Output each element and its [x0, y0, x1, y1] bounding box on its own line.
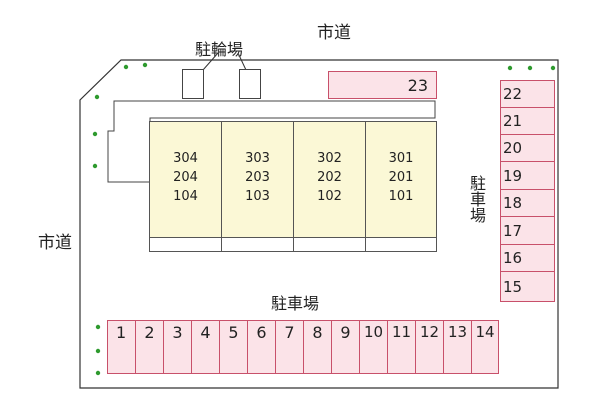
tree-dot [92, 163, 98, 169]
parking-space-number: 10 [363, 323, 384, 341]
tree-dot [92, 131, 98, 137]
site-boundary [79, 59, 559, 389]
parking-space-12: 12 [415, 320, 444, 374]
unit-number: 104 [173, 189, 198, 204]
leader-line [202, 52, 219, 71]
unit-column: 303 203 103 [221, 121, 294, 238]
parking-space-number: 1 [116, 323, 127, 342]
unit-number: 102 [317, 189, 342, 204]
parking-space-number: 4 [200, 323, 211, 342]
tree-dot [142, 62, 148, 68]
unit-number: 301 [388, 151, 414, 166]
unit-number: 203 [245, 170, 270, 185]
parking-space-number: 2 [144, 323, 155, 342]
tree-dot [95, 370, 101, 376]
parking-space-number: 18 [503, 194, 523, 212]
parking-space-number: 19 [503, 166, 523, 185]
unit-number: 201 [388, 170, 414, 185]
parking-space-number: 12 [419, 323, 440, 341]
parking-space-number: 15 [503, 277, 523, 296]
unit-balcony [221, 237, 294, 252]
parking-space-14: 14 [471, 320, 499, 374]
left-road-label: 市道 [38, 233, 72, 253]
bicycle-parking-label: 駐輪場 [195, 40, 244, 59]
parking-space-number: 6 [256, 323, 267, 342]
unit-balcony [149, 237, 222, 252]
unit-number: 302 [317, 151, 342, 166]
parking-space-20: 20 [500, 134, 555, 162]
parking-space-9: 9 [331, 320, 360, 374]
parking-space-number: 5 [228, 323, 239, 342]
parking-space-5: 5 [219, 320, 248, 374]
parking-space-15: 15 [500, 271, 555, 302]
parking-space-number: 9 [340, 323, 351, 342]
tree-dot [507, 65, 513, 71]
tree-dot [95, 324, 101, 330]
parking-space-1: 1 [107, 320, 136, 374]
parking-space-2: 2 [135, 320, 164, 374]
parking-space-3: 3 [163, 320, 192, 374]
parking-bottom-label: 駐車場 [271, 294, 320, 313]
parking-right-text: 駐車場 [467, 175, 486, 223]
parking-space-number: 17 [503, 221, 523, 240]
unit-number: 101 [388, 189, 414, 204]
unit-column: 302 202 102 [293, 121, 366, 238]
parking-space-4: 4 [191, 320, 220, 374]
unit-number: 303 [245, 151, 270, 166]
unit-column: 304 204 104 [149, 121, 222, 238]
parking-space-number: 22 [503, 85, 523, 103]
parking-space-21: 21 [500, 107, 555, 135]
parking-space-number: 11 [391, 323, 412, 341]
parking-space-11: 11 [387, 320, 416, 374]
parking-space-number: 21 [503, 112, 523, 130]
parking-space-number: 7 [284, 323, 295, 342]
parking-space-19: 19 [500, 161, 555, 190]
parking-space-7: 7 [275, 320, 304, 374]
parking-space-number: 13 [447, 323, 468, 341]
parking-space-17: 17 [500, 216, 555, 245]
tree-dot [527, 65, 533, 71]
tree-dot [95, 348, 101, 354]
tree-dot [94, 94, 100, 100]
parking-space-23: 23 [328, 71, 437, 99]
top-road-label: 市道 [317, 23, 351, 43]
unit-number: 304 [173, 151, 198, 166]
parking-space-number: 3 [172, 323, 183, 342]
parking-space-number: 16 [503, 249, 523, 267]
parking-space-number: 8 [312, 323, 323, 342]
parking-space-number: 20 [503, 139, 523, 157]
unit-balcony [293, 237, 366, 252]
unit-number: 204 [173, 170, 198, 185]
parking-right-label: 駐車場 [466, 175, 486, 228]
parking-space-22: 22 [500, 80, 555, 108]
parking-space-13: 13 [443, 320, 472, 374]
tree-dot [123, 64, 129, 70]
parking-space-number: 14 [475, 323, 495, 341]
parking-space-8: 8 [303, 320, 332, 374]
parking-space-16: 16 [500, 244, 555, 272]
parking-space-number: 23 [407, 75, 428, 95]
tree-dot [550, 65, 556, 71]
tree-dots [92, 62, 556, 376]
unit-column: 301 201 101 [365, 121, 437, 238]
unit-number: 103 [245, 189, 270, 204]
bicycle-shed [239, 69, 261, 99]
unit-number: 202 [317, 170, 342, 185]
parking-space-18: 18 [500, 189, 555, 217]
parking-space-10: 10 [359, 320, 388, 374]
parking-space-6: 6 [247, 320, 276, 374]
unit-balcony [365, 237, 437, 252]
leader-line [237, 52, 247, 71]
bicycle-shed [182, 69, 204, 99]
